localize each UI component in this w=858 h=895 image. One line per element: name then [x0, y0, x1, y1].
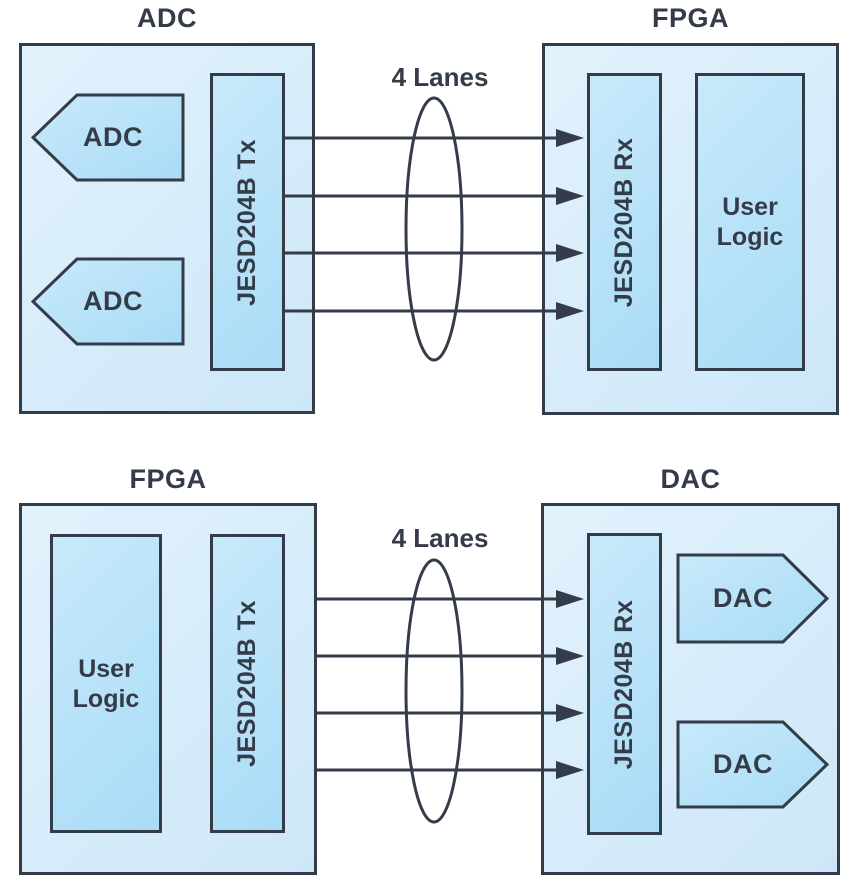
dac-core-label-1: DAC — [713, 583, 773, 613]
adc-core-label-1: ADC — [83, 122, 143, 152]
jesd204b-rx-label-bottom: JESD204B Rx — [610, 599, 639, 769]
adc-core-shape-1 — [30, 93, 185, 182]
adc-core-label-2: ADC — [83, 286, 143, 316]
lane-group-top — [283, 96, 560, 362]
fpga-chip-title-top: FPGA — [651, 3, 729, 33]
jesd204b-tx-label-bottom: JESD204B Tx — [233, 600, 262, 767]
lane-bundle-ellipse-bottom — [404, 558, 464, 824]
jesd204b-rx-block-top: JESD204B Rx — [587, 73, 662, 371]
adc-core-shape-2 — [30, 257, 185, 346]
lanes-label-top: 4 Lanes — [391, 62, 489, 92]
dac-core-shape-1 — [676, 553, 830, 644]
lane-bundle-ellipse-top — [404, 96, 464, 362]
lane-group-bottom — [315, 558, 560, 824]
jesd204b-tx-block-top: JESD204B Tx — [210, 73, 285, 371]
user-logic-label-top: User Logic — [716, 193, 784, 251]
jesd204b-tx-block-bottom: JESD204B Tx — [210, 534, 285, 833]
adc-chip-title: ADC — [137, 3, 197, 33]
dac-core-shape-2 — [676, 720, 830, 809]
fpga-chip-title-bottom: FPGA — [129, 464, 207, 494]
jesd204b-rx-block-bottom: JESD204B Rx — [587, 533, 662, 835]
user-logic-block-top: User Logic — [695, 73, 805, 371]
jesd204b-rx-label-top: JESD204B Rx — [610, 137, 639, 307]
user-logic-block-bottom: User Logic — [50, 534, 162, 833]
user-logic-label-bottom: User Logic — [72, 654, 140, 713]
dac-chip-title: DAC — [660, 464, 721, 494]
lanes-label-bottom: 4 Lanes — [391, 523, 489, 553]
dac-core-label-2: DAC — [713, 749, 773, 779]
jesd204b-tx-label-top: JESD204B Tx — [233, 138, 262, 306]
